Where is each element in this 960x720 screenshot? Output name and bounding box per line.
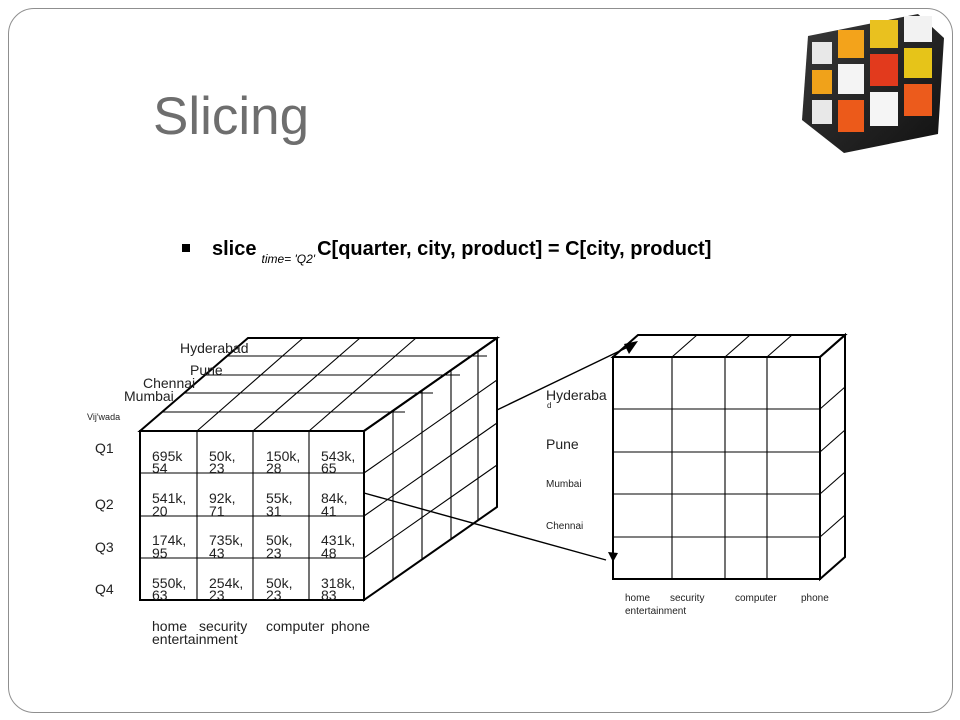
slide-title: Slicing xyxy=(153,87,310,146)
cube-cell-value: 41 xyxy=(321,503,337,519)
cube-cell-value: 83 xyxy=(321,587,337,603)
cube-cell-value: 55k, xyxy=(266,490,292,506)
slice-right-grid xyxy=(819,386,846,410)
slice-front-face xyxy=(612,356,821,580)
cube-cell-value: 50k, xyxy=(266,532,292,548)
cube-cell-value: 50k, xyxy=(266,575,292,591)
cube-cell-value: 54 xyxy=(152,460,168,476)
arrowhead-icon xyxy=(624,341,638,354)
cube-cell-value: 550k, xyxy=(152,575,186,591)
slice-arrow-bottom xyxy=(363,492,607,561)
slice-product-label: home xyxy=(625,593,650,604)
formula-subscript: time= 'Q2' xyxy=(261,252,316,266)
cube-cell-value: 543k, xyxy=(321,448,355,464)
quarter-label: Q3 xyxy=(95,539,114,555)
slice-right-grid xyxy=(819,429,846,453)
cube-cell-value: 43 xyxy=(209,545,225,561)
cube-city-label: Pune xyxy=(190,362,223,378)
cube-product-label: security xyxy=(199,618,247,634)
slice-city-label: d xyxy=(547,401,551,410)
cube-cell-value: 254k, xyxy=(209,575,243,591)
cube-top-grid xyxy=(196,337,304,432)
bullet-icon xyxy=(182,244,190,253)
quarter-label: Q4 xyxy=(95,581,114,597)
quarter-label: Q1 xyxy=(95,440,114,456)
cube-cell-value: 695k xyxy=(152,448,183,464)
cube-product-label: home xyxy=(152,618,187,634)
cube-cell-value: 23 xyxy=(209,587,225,603)
slice-city-label: Hyderaba xyxy=(546,387,607,403)
cube-top-grid xyxy=(308,337,417,432)
cube-cell-value: 50k, xyxy=(209,448,235,464)
cube-right-grid xyxy=(363,379,498,474)
slice-product-label: security xyxy=(670,593,704,604)
cube-cell-value: 92k, xyxy=(209,490,235,506)
cube-city-label: Hyderabad xyxy=(180,340,249,356)
slice-plate xyxy=(610,332,848,582)
cube-city-label: Chennai xyxy=(143,375,195,391)
slice-top-grid xyxy=(724,334,751,358)
slice-top-grid xyxy=(766,334,793,358)
cube-cell-value: 31 xyxy=(266,503,282,519)
cube-cell-value: 23 xyxy=(266,587,282,603)
cube-city-label: Vij'wada xyxy=(87,412,120,422)
slice-city-label: Pune xyxy=(546,436,579,452)
cube-cell-value: 23 xyxy=(266,545,282,561)
cube-cell-value: 48 xyxy=(321,545,337,561)
quarter-label: Q2 xyxy=(95,496,114,512)
cube-cell-value: 71 xyxy=(209,503,225,519)
cube-cell-value: 95 xyxy=(152,545,168,561)
slice-city-label: Chennai xyxy=(546,521,583,532)
cube-top-grid xyxy=(252,337,361,432)
rubiks-cube-icon xyxy=(802,14,944,153)
cube-cell-value: 174k, xyxy=(152,532,186,548)
slice-top-grid xyxy=(671,334,698,358)
formula-keyword: slice xyxy=(212,238,257,260)
slice-formula: slice time= 'Q2'C[quarter, city, product]… xyxy=(182,238,711,266)
cube-city-label: Mumbai xyxy=(124,388,174,404)
slice-arrow-top xyxy=(496,345,631,411)
slice-right-grid xyxy=(819,514,846,538)
cube-product-label: entertainment xyxy=(152,631,238,647)
cube-product-label: phone xyxy=(331,618,370,634)
slice-right-grid xyxy=(819,471,846,495)
cube-cell-value: 318k, xyxy=(321,575,355,591)
cube-cell-value: 28 xyxy=(266,460,282,476)
cube-cell-value: 431k, xyxy=(321,532,355,548)
cube-right-grid xyxy=(363,422,498,517)
cube-cell-value: 65 xyxy=(321,460,337,476)
cube-cell-value: 735k, xyxy=(209,532,243,548)
slide-frame xyxy=(8,8,953,713)
formula-expression: C[quarter, city, product] = C[city, prod… xyxy=(317,238,712,260)
cube-product-label: computer xyxy=(266,618,325,634)
slice-product-label: phone xyxy=(801,593,829,604)
slice-city-label: Mumbai xyxy=(546,479,582,490)
slice-product-label: computer xyxy=(735,593,777,604)
slice-right-face xyxy=(819,332,846,582)
slice-product-label: entertainment xyxy=(625,606,686,617)
cube-cell-value: 541k, xyxy=(152,490,186,506)
data-cube xyxy=(137,336,501,602)
cube-cell-value: 84k, xyxy=(321,490,347,506)
cube-cell-value: 63 xyxy=(152,587,168,603)
cube-cell-value: 20 xyxy=(152,503,168,519)
cube-cell-value: 23 xyxy=(209,460,225,476)
cube-cell-value: 150k, xyxy=(266,448,300,464)
